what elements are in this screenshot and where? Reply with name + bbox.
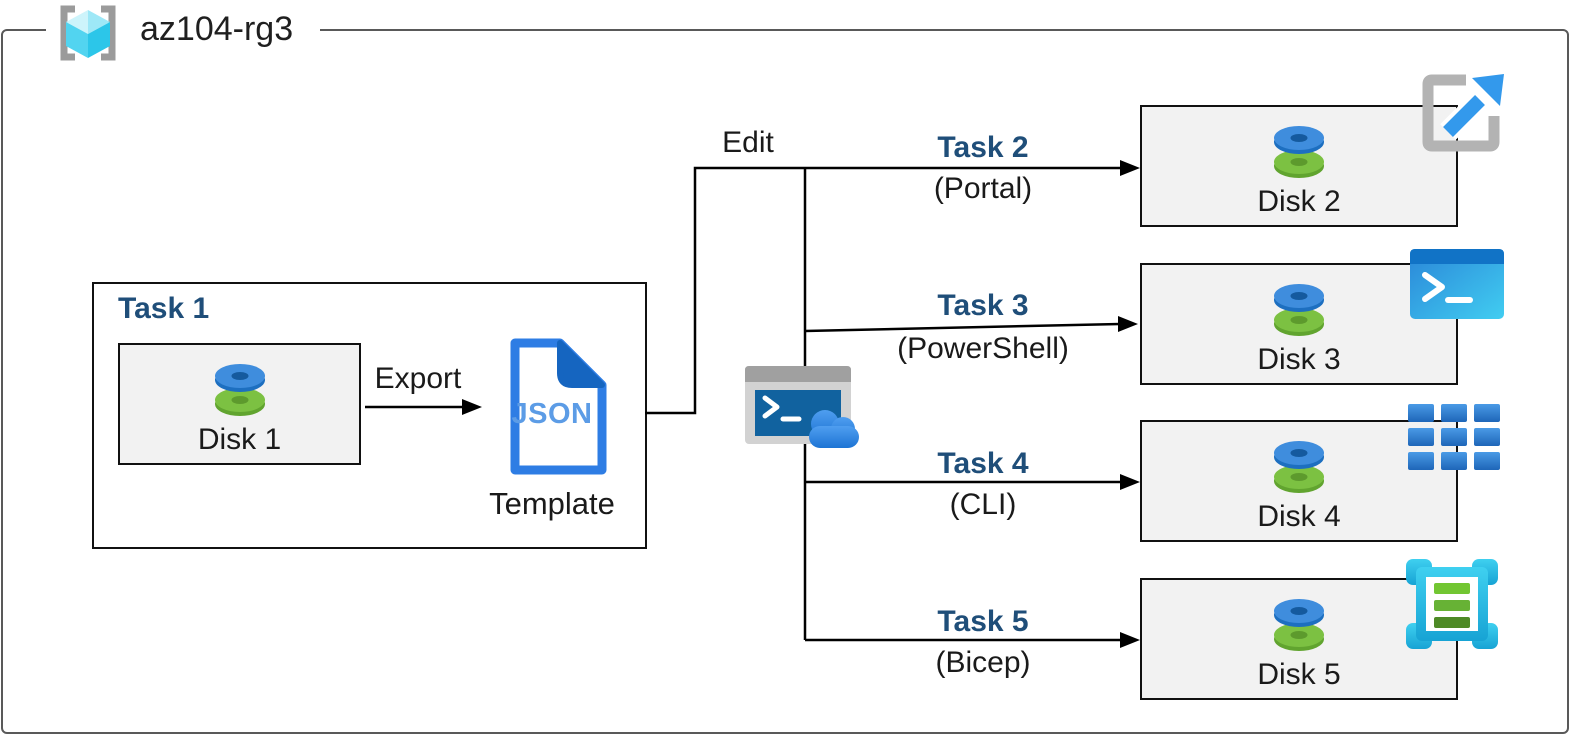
task3-method: (PowerShell) <box>897 332 1069 365</box>
cloud-shell-icon <box>745 366 867 454</box>
disk4-label: Disk 4 <box>1257 500 1341 533</box>
powershell-icon <box>1410 249 1504 319</box>
task4-label: Task 4 <box>937 447 1029 480</box>
disk2-box: Disk 2 <box>1140 105 1458 227</box>
task1-title: Task 1 <box>118 292 210 325</box>
task2-method: (Portal) <box>933 172 1033 205</box>
template-label: Template <box>489 486 615 521</box>
task3-label: Task 3 <box>937 289 1029 322</box>
azure-cli-icon <box>1408 404 1500 470</box>
edit-label: Edit <box>722 126 774 159</box>
json-doc-text: JSON <box>511 398 593 430</box>
resource-group-icon <box>53 3 123 63</box>
task2-label: Task 2 <box>937 131 1029 164</box>
disk5-box: Disk 5 <box>1140 578 1458 700</box>
json-file-icon <box>497 338 607 475</box>
disk1-box: Disk 1 <box>118 343 361 465</box>
frame-label-gap <box>46 26 320 35</box>
bicep-template-icon <box>1406 559 1498 649</box>
disk3-box: Disk 3 <box>1140 263 1458 385</box>
disk1-label: Disk 1 <box>197 423 282 456</box>
managed-disk-icon <box>1267 123 1331 181</box>
disk2-label: Disk 2 <box>1257 185 1341 218</box>
task4-method: (CLI) <box>949 488 1017 521</box>
disk5-label: Disk 5 <box>1257 658 1341 691</box>
managed-disk-icon <box>1267 281 1331 339</box>
disk4-box: Disk 4 <box>1140 420 1458 542</box>
task5-label: Task 5 <box>937 605 1029 638</box>
managed-disk-icon <box>208 361 272 419</box>
resource-group-name: az104-rg3 <box>140 10 294 48</box>
managed-disk-icon <box>1267 438 1331 496</box>
export-label: Export <box>374 362 462 395</box>
task5-method: (Bicep) <box>935 646 1031 679</box>
resource-group-boundary <box>1 29 1569 734</box>
disk3-label: Disk 3 <box>1257 343 1341 376</box>
managed-disk-icon <box>1267 596 1331 654</box>
azure-portal-icon <box>1416 70 1510 158</box>
